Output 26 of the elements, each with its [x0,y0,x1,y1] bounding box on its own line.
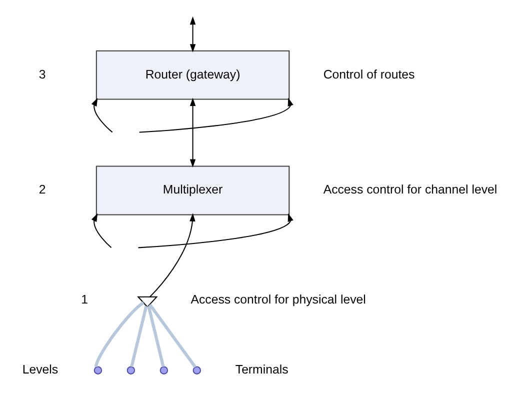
label: Access control for channel level [323,182,498,197]
label: 3 [38,67,46,82]
arrow [190,98,196,168]
label: 1 [81,292,88,306]
arrow [139,98,294,133]
connector [94,301,144,368]
label: Access control for physical level [190,292,366,306]
arrow [91,213,112,248]
arrow [91,98,113,133]
node-circle [94,366,102,374]
node-box: Multiplexer [96,166,290,216]
label: Control of routes [323,67,415,82]
connector [147,306,165,368]
node-circle [126,366,136,374]
arrow [150,213,196,298]
label: Levels [22,362,58,377]
arrow [190,16,196,52]
arrow [138,213,294,248]
node-antenna [136,296,158,308]
node-circle [192,366,202,374]
node-box: Router (gateway) [96,50,290,100]
connector [130,306,148,368]
node-circle [160,366,168,374]
label: Terminals [235,362,288,377]
connector [148,304,197,368]
label: 2 [38,182,46,197]
